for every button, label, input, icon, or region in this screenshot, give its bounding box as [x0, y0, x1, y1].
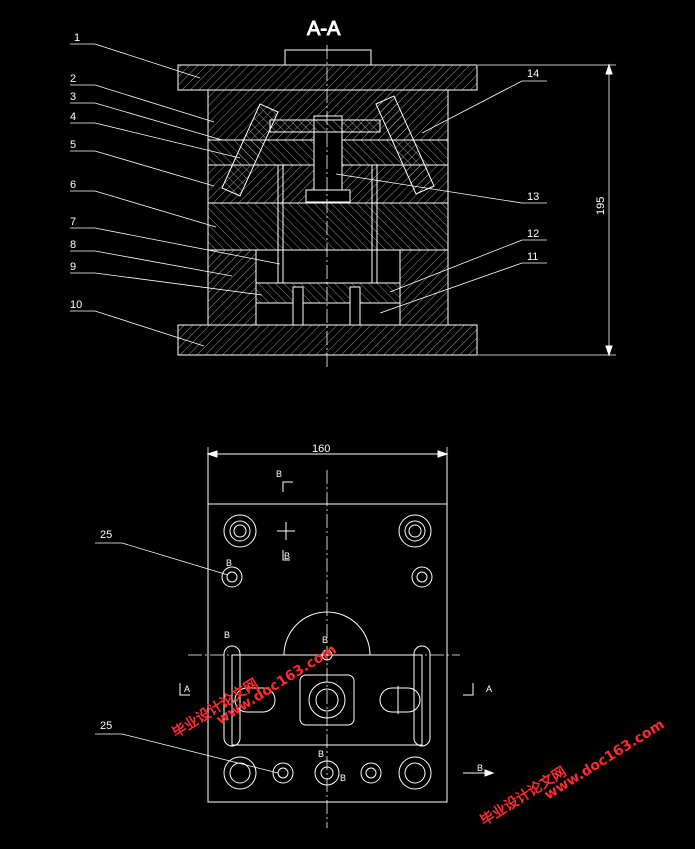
section-letter-a-right: A — [486, 684, 492, 694]
bottom-clamp-plate — [177, 324, 478, 356]
part-label-12: 12 — [527, 228, 539, 240]
part-label-11: 11 — [527, 251, 538, 263]
watermark-1: 毕业设计论文网 www.doc163.com — [169, 642, 339, 742]
ejector-base-plate — [255, 302, 401, 326]
callout-25-top: 25 — [100, 529, 112, 541]
screw-bottom-3 — [360, 762, 382, 784]
height-dimension: 195 — [595, 197, 607, 215]
svg-text:www.doc163.com: www.doc163.com — [542, 717, 668, 804]
spacer-block-left — [207, 249, 257, 326]
screw-left — [292, 286, 304, 326]
callout-25-bottom: 25 — [100, 720, 112, 732]
section-letter-b-left1: B — [226, 558, 232, 568]
section-letter-a-left: A — [184, 684, 190, 694]
part-label-14: 14 — [527, 68, 539, 80]
part-label-3: 3 — [70, 91, 76, 103]
ejector-retainer-plate — [255, 282, 401, 304]
plan-view — [179, 447, 495, 828]
core-shoulder — [305, 189, 351, 203]
leader-lines-left — [70, 43, 281, 347]
section-letter-b-bot3: B — [322, 635, 328, 645]
section-letters: B B B B B B B B A A — [184, 469, 492, 783]
section-letter-b-bot1: B — [318, 749, 324, 759]
part-label-4: 4 — [70, 111, 76, 123]
guide-bushing-bottom-left — [223, 756, 257, 790]
side-lug-left — [234, 687, 276, 713]
width-dimension: 160 — [312, 443, 330, 455]
cavity-insert — [269, 119, 381, 133]
screw-top-left — [221, 566, 243, 588]
section-letter-b-mid: B — [284, 551, 290, 561]
section-letter-b-bot2: B — [340, 773, 346, 783]
section-letter-b-left2: B — [224, 630, 230, 640]
guide-bushing-top-right — [398, 514, 432, 548]
screw-bottom-1 — [272, 762, 294, 784]
angled-pin-left — [221, 103, 279, 197]
callout-leaders — [95, 542, 279, 774]
screw-top-right — [411, 566, 433, 588]
section-letter-b-right: B — [477, 763, 483, 773]
section-view: A-A — [177, 18, 616, 370]
side-lug-right — [379, 687, 421, 713]
leader-lines-right — [335, 80, 547, 314]
guide-bushing-top-left — [223, 514, 257, 548]
slot-right — [413, 645, 431, 747]
guide-bushing-bottom-right — [398, 756, 432, 790]
spacer-block-right — [399, 249, 449, 326]
angled-pin-right — [375, 95, 435, 195]
top-clamp-plate — [177, 64, 478, 91]
sprue-bushing-head — [284, 49, 372, 66]
bottom-clamp-plate-outline — [207, 453, 448, 803]
part-label-8: 8 — [70, 239, 76, 251]
support-plate — [207, 202, 449, 251]
part-labels: 1 2 3 4 5 6 7 8 9 10 11 12 13 14 — [70, 32, 539, 311]
part-label-9: 9 — [70, 261, 76, 273]
mold-plate-outline — [207, 503, 448, 803]
section-letter-b-top: B — [276, 469, 282, 479]
part-label-1: 1 — [74, 32, 80, 44]
watermark-2: 毕业设计论文网 www.doc163.com — [477, 717, 667, 830]
part-label-7: 7 — [70, 216, 76, 228]
part-label-5: 5 — [70, 139, 76, 151]
section-title: A-A — [307, 18, 341, 40]
part-label-13: 13 — [527, 191, 539, 203]
part-label-2: 2 — [70, 73, 76, 85]
part-label-6: 6 — [70, 179, 76, 191]
screw-right — [349, 286, 361, 326]
part-label-10: 10 — [70, 299, 82, 311]
slot-left — [223, 645, 241, 747]
